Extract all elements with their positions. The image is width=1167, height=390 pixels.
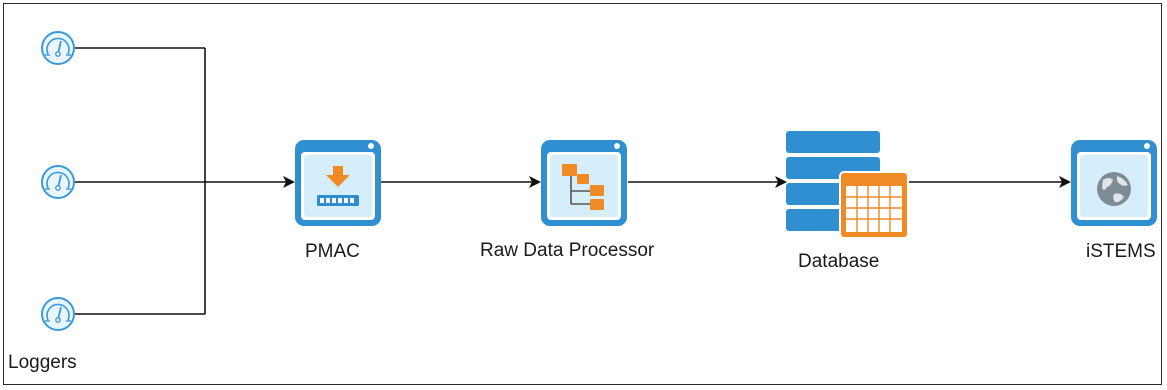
pmac-label: PMAC [305,241,360,262]
processor-node [541,140,627,226]
gauge-icon [41,165,75,199]
database-node [786,131,909,239]
hierarchy-icon [562,164,604,210]
logger-node-1 [41,31,75,65]
gauge-icon [41,297,75,331]
istems-node [1071,140,1157,226]
istems-label: iSTEMS [1086,241,1156,262]
database-label: Database [798,251,880,272]
database-table-icon [786,131,909,239]
download-drive-icon [317,166,359,206]
logger-node-3 [41,297,75,331]
diagram-frame [3,3,1162,385]
logger-node-2 [41,165,75,199]
loggers-label: Loggers [8,352,77,373]
processor-label: Raw Data Processor [480,240,655,261]
pmac-node [295,140,381,226]
logger-connectors [75,47,206,315]
gauge-icon [41,31,75,65]
globe-icon [1097,172,1131,206]
